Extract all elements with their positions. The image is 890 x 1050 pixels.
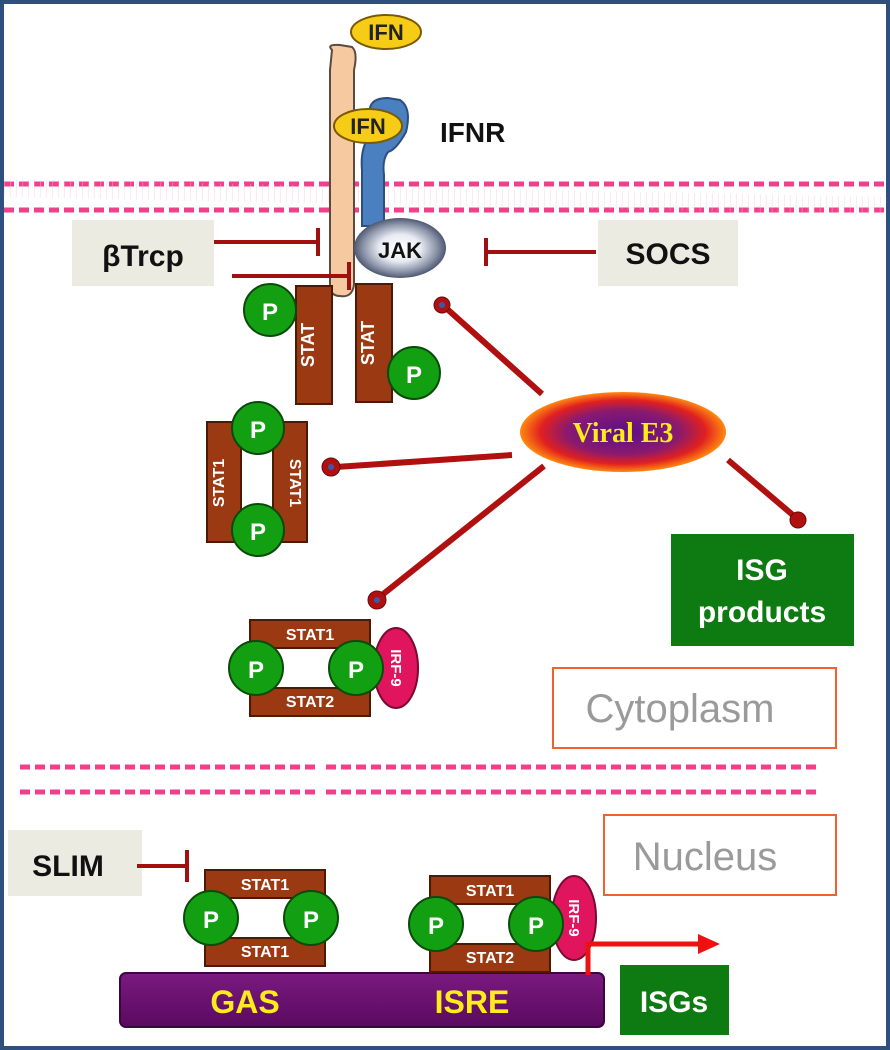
svg-text:P: P [248,657,264,684]
nuclear-membrane [20,764,820,795]
isgf3-cyto-stat1-label: STAT1 [286,627,334,644]
isre-label: ISRE [435,984,510,1020]
stat1-dimer-nucleus: STAT1 STAT1 P P [183,869,339,967]
cytoplasm-label: Cytoplasm [586,687,775,731]
svg-text:P: P [528,913,544,940]
phospho-dimer-top [231,401,285,455]
isgf3-complex-cytoplasm: STAT1 STAT2 IRF-9 P P [228,619,419,717]
cytoplasm-label-box: Cytoplasm [552,667,837,749]
svg-text:P: P [348,657,364,684]
nucleus-label-box: Nucleus [603,814,837,896]
ifn-ligand-bound: IFN [333,108,403,144]
svg-text:P: P [250,519,266,546]
stat1-dimer-cytoplasm: STAT1 STAT1 P P [206,401,308,557]
jak-label: JAK [378,238,422,263]
viral-e3: Viral E3 [520,392,726,472]
e3-to-isgf3-line [367,463,546,610]
btrcp-label: βTrcp [102,240,184,273]
phospho-dimer-bottom [231,503,285,557]
isg-products-line1: ISG [736,554,788,587]
socs-inhibitor: SOCS [598,220,738,286]
stat-monomer-left-label: STAT [298,323,318,367]
plasma-membrane [3,179,887,215]
svg-text:P: P [406,362,422,389]
btrcp-inhibition-arrow [214,228,320,256]
stat-monomer-right-label: STAT [358,321,378,365]
svg-text:P: P [303,907,319,934]
gas-label: GAS [210,984,279,1020]
isgf3-nuc-stat2-label: STAT2 [466,950,514,967]
stat1-dimer-right-label: STAT1 [286,459,303,507]
isgf3-nuc-stat1-label: STAT1 [466,883,514,900]
dna-promoter-bar: GAS ISRE [119,972,605,1028]
svg-text:P: P [250,417,266,444]
nuc-dimer-bottom-label: STAT1 [241,944,289,961]
ifnr-label: IFNR [440,117,505,148]
stat1-dimer-left-label: STAT1 [211,459,228,507]
slim-inhibitor: SLIM [8,830,142,896]
nucleus-label: Nucleus [633,835,778,879]
phospho-left-monomer: P [243,283,297,337]
transcription-arrow [585,934,720,975]
isgs-box: ISGs [620,965,729,1035]
isgf3-nuc-irf9-label: IRF-9 [565,899,582,937]
isgf3-complex-nucleus: STAT1 STAT2 IRF-9 P P [408,875,597,973]
isg-products-line2: products [698,596,826,629]
ifn-label-top: IFN [368,20,403,45]
slim-label: SLIM [32,850,104,883]
socs-inhibition-arrow [484,238,596,266]
stat-monomer-right: STAT [355,283,393,403]
e3-to-stat1-dimer-line [321,452,513,477]
socs-label: SOCS [625,238,710,271]
isgs-label: ISGs [640,986,708,1019]
phospho-right-monomer: P [387,346,441,400]
btrcp-inhibitor: βTrcp [72,220,214,286]
ifnr-chain-1 [329,43,357,298]
jak-kinase: JAK [354,218,446,278]
e3-to-isg-products-line [726,457,807,529]
svg-text:P: P [203,907,219,934]
slim-inhibition-arrow [137,850,189,882]
ifn-label-bound: IFN [350,114,385,139]
isgf3-cyto-stat2-label: STAT2 [286,694,334,711]
nuc-dimer-top-label: STAT1 [241,877,289,894]
jak-stat-inhibition-arrow [232,262,351,290]
stat-monomer-left: STAT [295,285,333,405]
svg-text:P: P [262,299,278,326]
isgf3-cyto-irf9-label: IRF-9 [387,649,404,687]
svg-text:P: P [428,913,444,940]
isg-products-box: ISG products [671,534,854,646]
viral-e3-label: Viral E3 [573,418,674,449]
e3-to-jak-line [433,296,545,397]
ifn-ligand-top: IFN [350,14,422,50]
